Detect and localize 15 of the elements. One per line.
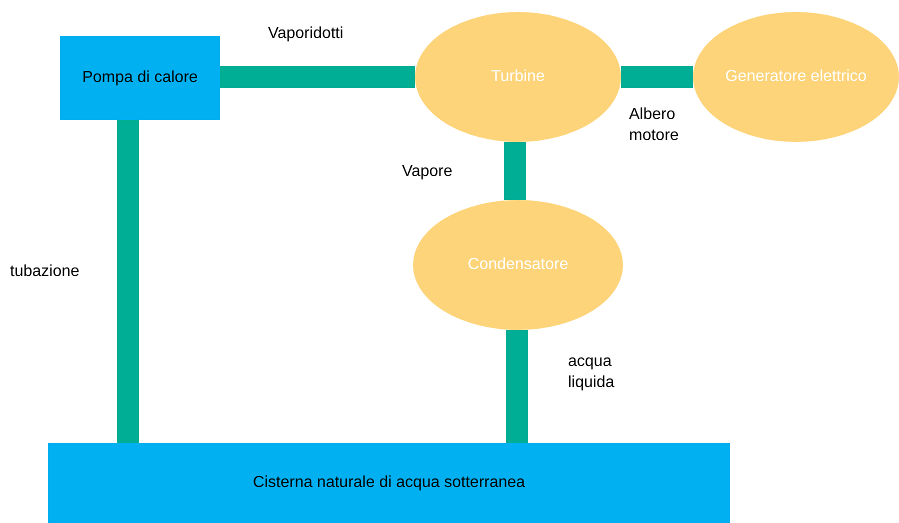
process-ellipse xyxy=(415,12,621,142)
process-box xyxy=(60,36,220,120)
connector xyxy=(621,66,693,88)
connector xyxy=(506,330,528,443)
process-ellipse xyxy=(413,200,623,330)
node-label: Cisterna naturale di acqua sotterranea xyxy=(252,474,526,492)
node-label: Generatore elettrico xyxy=(725,68,867,86)
connector xyxy=(220,66,415,88)
process-box xyxy=(48,443,730,523)
connector xyxy=(117,120,139,443)
node-label: Pompa di calore xyxy=(82,69,198,87)
node-label: Turbine xyxy=(491,68,545,86)
process-ellipse xyxy=(693,12,899,142)
connector xyxy=(504,142,526,200)
node-label: Condensatore xyxy=(468,256,568,274)
